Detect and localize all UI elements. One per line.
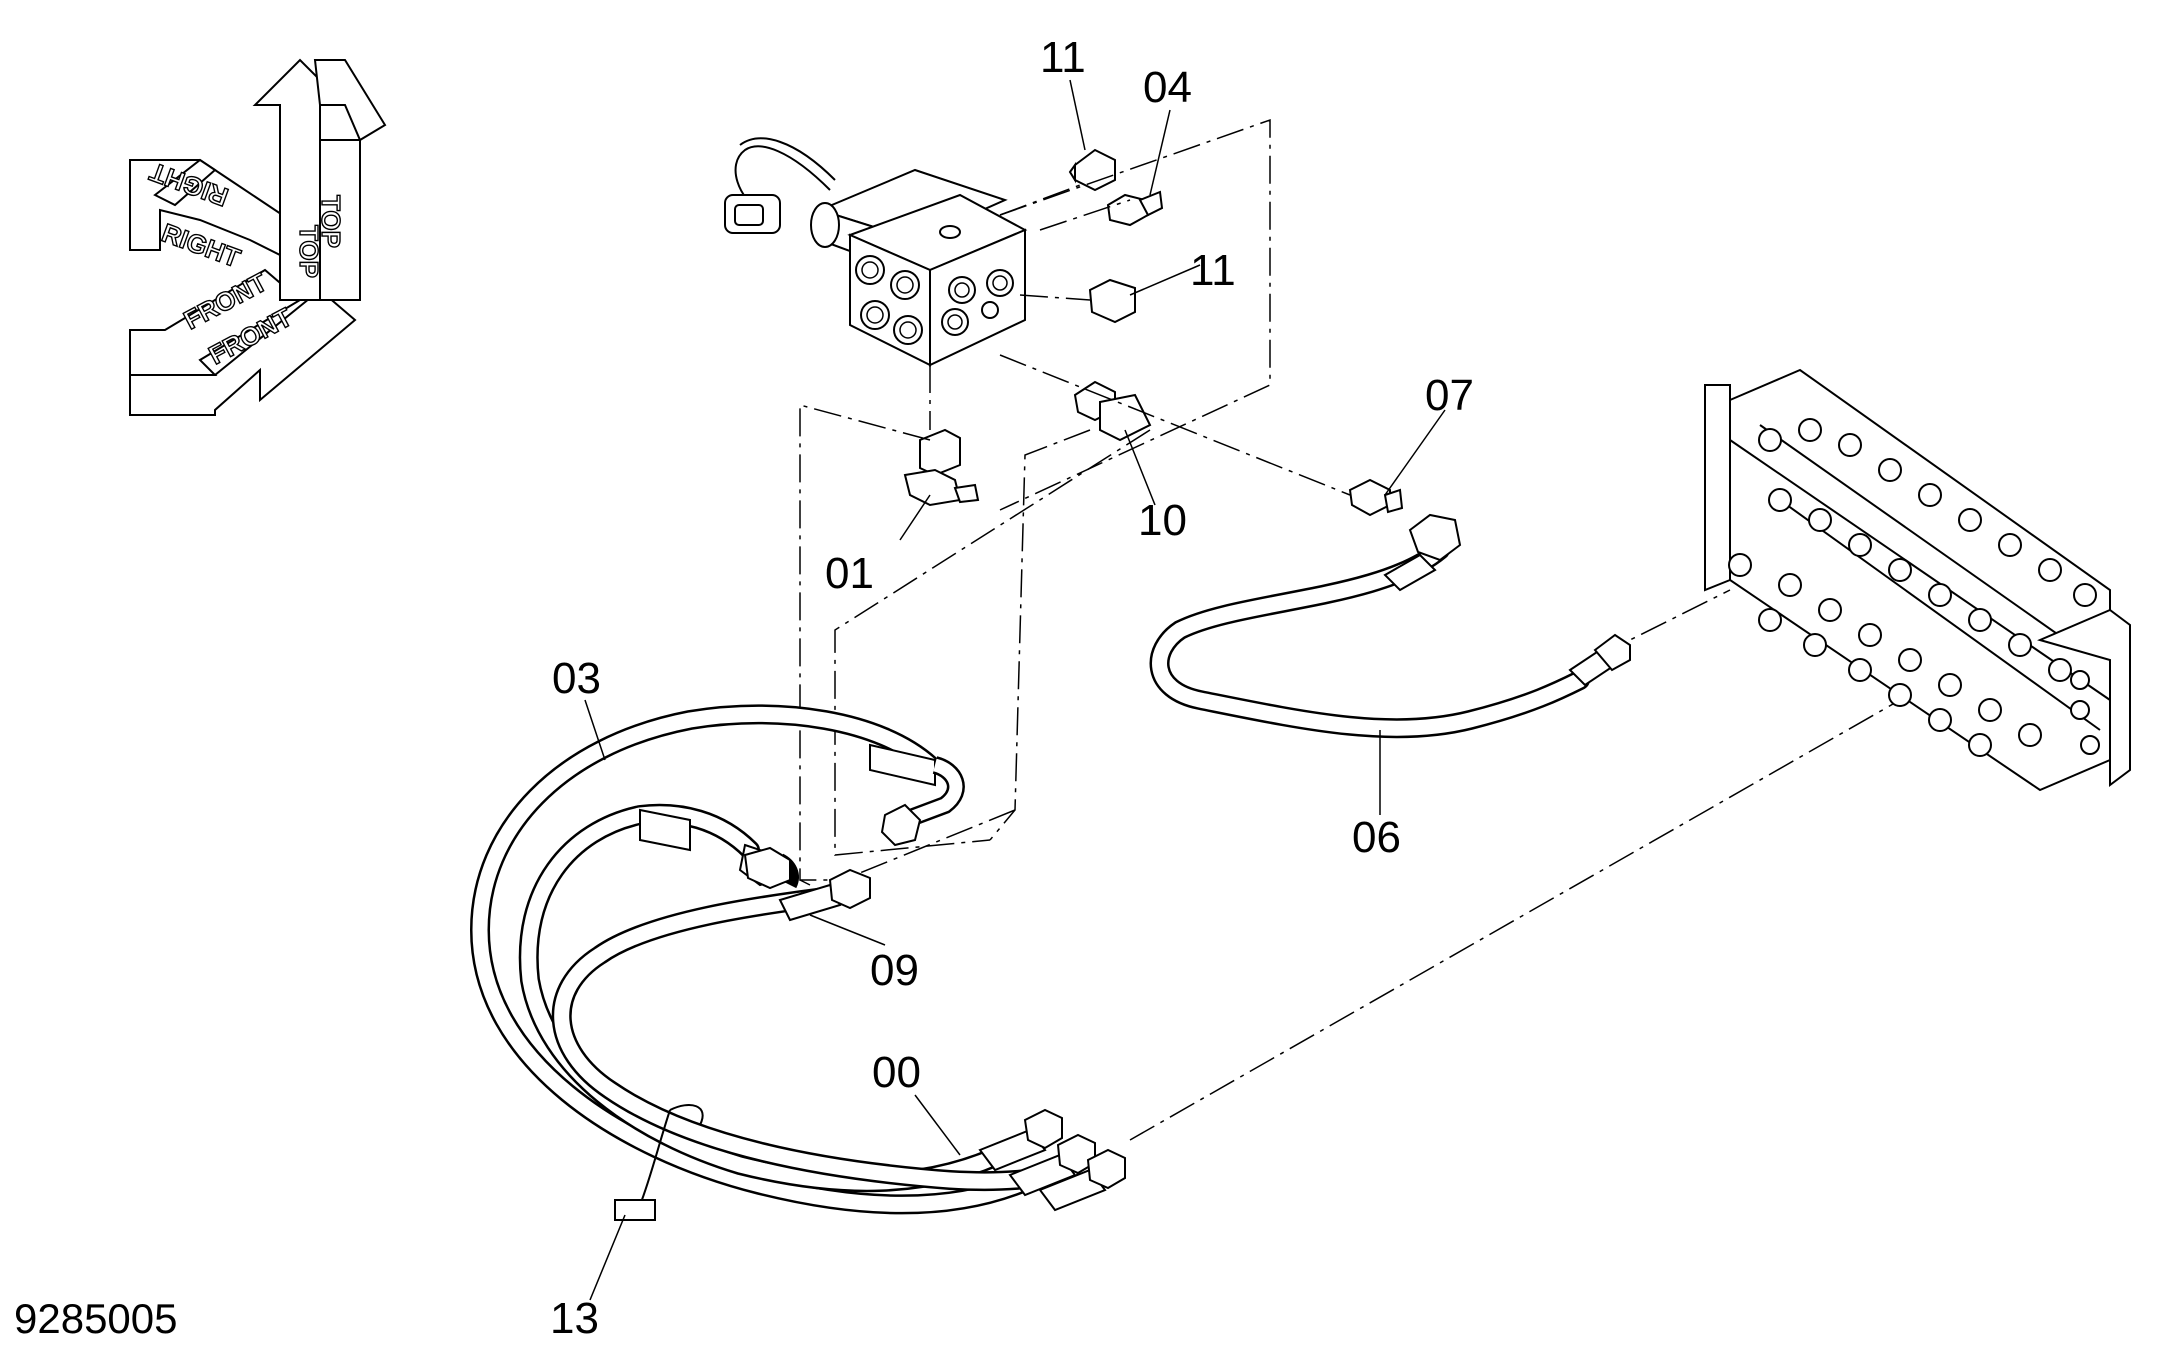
hose-bundle [470,704,1126,1221]
hose-06 [1149,513,1631,739]
top-label-side: TOP [316,195,346,248]
callout-11-lower: 11 [1190,246,1236,295]
callout-09: 09 [870,946,919,995]
fitting-11-lower [1088,278,1136,324]
callout-03: 03 [552,654,601,703]
drawing-number: 9285005 [14,1295,178,1342]
orientation-indicator: TOP TOP RIGHT RIGHT FRONT FRONT [129,58,387,416]
top-label: TOP [294,225,324,278]
valve-ports [1728,418,2100,757]
assembly-lines [799,118,1901,1141]
callout-01: 01 [825,549,874,598]
fitting-07 [1348,478,1404,517]
leader-lines [584,79,1446,1301]
callout-10: 10 [1138,496,1187,545]
callouts: 11 04 11 10 01 07 06 03 09 00 13 [550,33,1474,1343]
fitting-01-tee [903,428,980,507]
callout-06: 06 [1352,813,1401,862]
fitting-11-upper [1068,148,1116,192]
fitting-04 [1106,190,1164,227]
fitting-10-elbow [1073,380,1152,442]
callout-04: 04 [1143,63,1192,112]
control-valve-bank [1704,368,2131,792]
solenoid-valve-block [724,137,1028,367]
callout-00: 00 [872,1048,921,1097]
callout-13: 13 [550,1294,599,1343]
callout-07: 07 [1425,371,1474,420]
callout-11-upper: 11 [1040,33,1086,82]
